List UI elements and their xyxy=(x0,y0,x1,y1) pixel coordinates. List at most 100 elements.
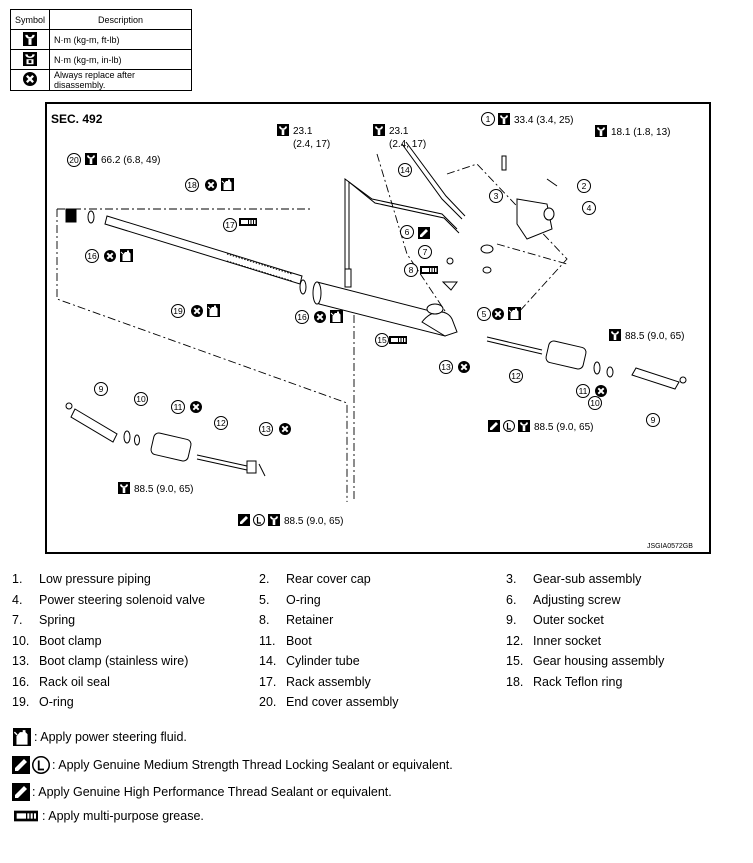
callout-circle xyxy=(576,384,590,398)
note-text: : Apply Genuine High Performance Thread … xyxy=(32,785,392,799)
fluid-can-icon xyxy=(507,306,522,321)
part-name: Rack Teflon ring xyxy=(533,674,623,689)
torque-right-inner: 88.5 (9.0, 65) xyxy=(534,422,593,433)
replace-x-icon xyxy=(189,400,203,414)
callout-circle xyxy=(489,189,503,203)
description-header: Description xyxy=(49,9,193,30)
replace-x-icon xyxy=(457,360,471,374)
torque-wrench-icon xyxy=(595,125,607,137)
thread-lock-l-icon xyxy=(502,419,516,433)
torque-pipe-left-a: 23.1 xyxy=(293,126,313,137)
callout-number: 13 xyxy=(261,424,271,434)
sealant-icon xyxy=(418,227,430,239)
part-number: 19. xyxy=(12,695,30,709)
callout-circle xyxy=(404,263,418,277)
part-item: 13. Boot clamp (stainless wire) xyxy=(12,654,188,668)
callout-circle xyxy=(171,400,185,414)
part-name: Boot clamp xyxy=(39,633,102,648)
callout-number: 11 xyxy=(579,386,588,396)
callout-number: 11 xyxy=(174,402,183,412)
callout-number: 10 xyxy=(136,394,146,404)
part-item: 4.Power steering solenoid valve xyxy=(12,593,205,607)
part-item: 18.Rack Teflon ring xyxy=(506,675,622,689)
replace-x-icon xyxy=(103,249,117,263)
callout-circle xyxy=(582,201,596,215)
symbol-header: Symbol xyxy=(9,9,51,30)
torque-wrench-icon xyxy=(373,124,385,136)
torque-wrench-icon xyxy=(518,420,530,432)
note-text: : Apply power steering fluid. xyxy=(34,730,187,744)
part-item: 19. O-ring xyxy=(12,695,74,709)
callout-circle xyxy=(418,245,432,259)
thread-lock-l-icon xyxy=(32,756,50,774)
callout-number: 3 xyxy=(494,191,499,201)
fluid-can-icon xyxy=(206,303,221,318)
part-number: 12. xyxy=(506,633,524,648)
torque-wrench-icon xyxy=(498,113,510,125)
replace-x-icon xyxy=(204,178,218,192)
sealant-locking-icon xyxy=(12,756,30,774)
grease-icon xyxy=(420,266,438,274)
grease-icon xyxy=(239,218,257,226)
sealant-locking-icon xyxy=(488,420,500,432)
replace-x-icon xyxy=(278,422,292,436)
symbol-table: Symbol Description N·m (kg-m, ft-lb) N·m… xyxy=(9,9,193,91)
callout-circle xyxy=(646,413,660,427)
torque-wrench-small-icon xyxy=(23,51,37,66)
callout-number: 16 xyxy=(87,251,97,261)
part-item: 1.Low pressure piping xyxy=(12,572,151,586)
part-item: 7.Spring xyxy=(12,613,75,627)
part-number: 2. xyxy=(259,572,270,586)
note-text: : Apply multi-purpose grease. xyxy=(42,809,204,823)
grease-icon xyxy=(389,336,407,344)
part-item: 15.Gear housing assembly xyxy=(506,654,664,668)
thread-lock-l-icon xyxy=(252,513,266,527)
torque-label-2: 18.1 (1.8, 13) xyxy=(611,127,670,138)
torque-right-outer: 88.5 (9.0, 65) xyxy=(625,331,684,342)
part-name: O-ring xyxy=(39,695,74,709)
part-item: 12.Inner socket xyxy=(506,634,601,648)
callout-number: 12 xyxy=(511,371,521,381)
diagram-canvas: SEC. 492 JSGIA0572GB xyxy=(51,112,693,550)
part-number: 8. xyxy=(259,613,270,627)
callout-circle xyxy=(223,218,237,232)
part-name: O-ring xyxy=(286,592,321,607)
callout-circle xyxy=(509,369,523,383)
fluid-can-icon xyxy=(220,177,235,192)
fluid-can-icon xyxy=(119,248,134,263)
part-item: 20.End cover assembly xyxy=(259,695,399,709)
callout-circle xyxy=(577,179,591,193)
part-number: 13. xyxy=(12,654,30,668)
part-number: 4. xyxy=(12,592,23,607)
replace-x-icon xyxy=(491,307,505,321)
part-item: 6. Adjusting screw xyxy=(506,593,621,607)
part-name: Outer socket xyxy=(533,613,604,627)
sealant-locking-icon xyxy=(238,514,250,526)
part-name: Cylinder tube xyxy=(286,654,360,668)
callout-number: 6 xyxy=(405,227,410,237)
fluid-can-icon xyxy=(12,728,32,746)
callout-number: 13 xyxy=(441,362,451,372)
part-name: Gear-sub assembly xyxy=(533,572,642,586)
callout-number: 5 xyxy=(482,309,487,319)
torque-wrench-icon xyxy=(23,31,37,46)
part-name: Retainer xyxy=(286,613,334,627)
part-name: Boot clamp (stainless wire) xyxy=(39,654,189,668)
callout-number: 9 xyxy=(651,415,656,425)
part-number: 14. xyxy=(259,654,277,668)
part-name: Spring xyxy=(39,613,76,627)
torque-pipe-right-b: (2.4, 17) xyxy=(389,139,426,150)
callout-number: 4 xyxy=(587,203,592,213)
part-number: 6. xyxy=(506,592,517,607)
callout-number: 7 xyxy=(423,247,428,257)
note-thread-locking: : Apply Genuine Medium Strength Thread L… xyxy=(12,756,453,774)
part-number: 5. xyxy=(259,592,270,607)
part-item: 9.Outer socket xyxy=(506,613,604,627)
callout-number: 1 xyxy=(486,114,491,124)
callout-circle xyxy=(185,178,199,192)
replace-x-icon xyxy=(21,70,39,88)
part-name: Adjusting screw xyxy=(533,592,621,607)
callout-circle xyxy=(477,307,491,321)
part-number: 10. xyxy=(12,633,30,648)
sealant-icon xyxy=(12,783,30,801)
